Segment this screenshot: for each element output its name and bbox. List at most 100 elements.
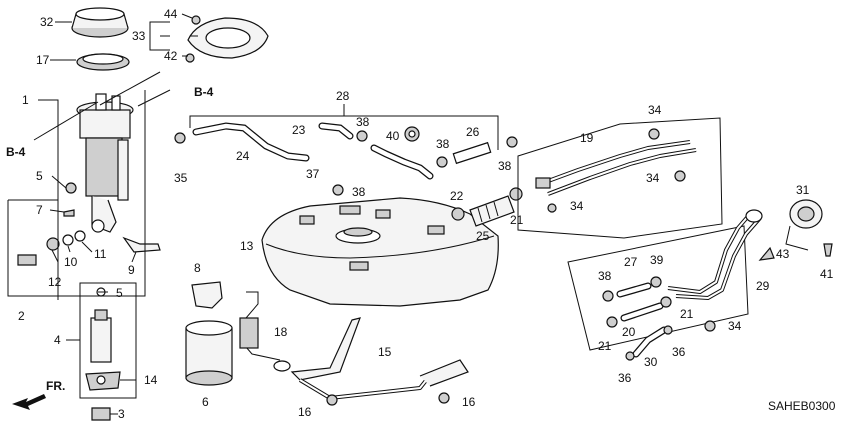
part-29-filler-pipe	[667, 209, 763, 300]
callout-26: 26	[466, 125, 480, 139]
callout-38b: 38	[436, 137, 450, 151]
bolt-34-a	[648, 128, 660, 140]
callout-35: 35	[174, 171, 188, 185]
callout-21b: 21	[598, 339, 612, 353]
callout-15: 15	[378, 345, 392, 359]
callout-1: 1	[22, 93, 29, 107]
callout-30: 30	[644, 355, 658, 369]
clamp-38-a	[356, 130, 368, 142]
part-22-clamp	[451, 207, 465, 221]
group-29-outline	[567, 225, 749, 351]
callout-28: 28	[336, 89, 350, 103]
clamp-39	[650, 276, 662, 288]
bolt-34-d	[704, 320, 716, 332]
callout-8: 8	[194, 261, 201, 275]
part-12-washer	[46, 237, 60, 251]
part-10-ring	[62, 234, 74, 246]
part-14-filter	[85, 371, 121, 391]
callout-38d: 38	[352, 185, 366, 199]
part-31-filler-cap	[785, 199, 823, 251]
clamp-38-b	[436, 156, 448, 168]
callout-34: 34	[648, 103, 662, 117]
callout-34b: 34	[646, 171, 660, 185]
callout-34d: 34	[728, 319, 742, 333]
callout-19: 19	[580, 131, 594, 145]
part-25-filler-neck	[469, 195, 515, 227]
clamp-38-e	[602, 290, 614, 302]
callout-5b: 5	[116, 286, 123, 300]
callout-16b: 16	[462, 395, 476, 409]
part-5-o-ring	[65, 182, 77, 194]
callout-25: 25	[476, 229, 490, 243]
part-40-valve	[404, 126, 420, 142]
callout-13: 13	[240, 239, 254, 253]
callout-3: 3	[118, 407, 125, 421]
bolt-34-c	[674, 170, 686, 182]
part-23-hose	[318, 122, 354, 140]
clamp-36-a	[663, 325, 673, 335]
callout-44: 44	[164, 7, 178, 21]
callout-9: 9	[128, 263, 135, 277]
callout-43: 43	[776, 247, 790, 261]
part-15-tank-straps	[290, 317, 469, 406]
callout-12: 12	[48, 275, 62, 289]
callout-29: 29	[756, 279, 770, 293]
callout-38: 38	[356, 115, 370, 129]
callout-36b: 36	[618, 371, 632, 385]
part-6-canister	[185, 320, 233, 386]
callout-21: 21	[510, 213, 524, 227]
clamp-21-b	[606, 316, 618, 328]
callout-42: 42	[164, 49, 178, 63]
part-21-clamp-a	[509, 187, 523, 201]
callout-31: 31	[796, 183, 810, 197]
callout-23: 23	[292, 123, 306, 137]
front-arrow-icon	[12, 394, 46, 410]
ref-label-b4-left: B-4	[6, 145, 26, 159]
clamp-38-d	[332, 184, 344, 196]
part-20-hose	[620, 302, 664, 322]
part-19-pipe-assembly	[535, 140, 697, 196]
part-30-hose	[632, 326, 668, 358]
group-19-outline	[517, 117, 723, 239]
callout-6: 6	[202, 395, 209, 409]
callout-36: 36	[672, 345, 686, 359]
part-26-pipe	[452, 141, 492, 165]
part-2-grommet	[17, 254, 37, 266]
part-41-bolt	[823, 243, 833, 257]
callout-38e: 38	[598, 269, 612, 283]
callout-20: 20	[622, 325, 636, 339]
callout-27: 27	[624, 255, 638, 269]
callout-7: 7	[36, 203, 43, 217]
part-8-bracket	[191, 281, 223, 309]
callout-34c: 34	[570, 199, 584, 213]
clamp-35	[174, 132, 186, 144]
callout-11: 11	[94, 247, 107, 261]
part-37-hose	[370, 144, 434, 180]
callout-5: 5	[36, 169, 43, 183]
callout-37: 37	[306, 167, 320, 181]
callout-14: 14	[144, 373, 158, 387]
part-3-cap	[91, 407, 111, 421]
clamp-36-b	[625, 351, 635, 361]
callout-16: 16	[298, 405, 312, 419]
part-33-cover	[187, 17, 269, 59]
front-label: FR.	[46, 379, 65, 393]
part-32-lock-ring	[71, 7, 129, 38]
callout-41: 41	[820, 267, 834, 281]
callout-4: 4	[54, 333, 61, 347]
part-1-pump-module	[76, 93, 134, 233]
callout-32: 32	[40, 15, 54, 29]
part-7-clip	[63, 209, 75, 217]
part-4-fuel-pump	[90, 287, 112, 363]
callout-21c: 21	[680, 307, 694, 321]
callout-10: 10	[64, 255, 78, 269]
callout-17: 17	[36, 53, 50, 67]
callout-24: 24	[236, 149, 250, 163]
part-9-clip	[122, 236, 161, 253]
diagram-code: SAHEB0300	[768, 399, 836, 413]
callout-33: 33	[132, 29, 146, 43]
callout-40: 40	[386, 129, 400, 143]
callout-39: 39	[650, 253, 664, 267]
clamp-38-c	[506, 136, 518, 148]
